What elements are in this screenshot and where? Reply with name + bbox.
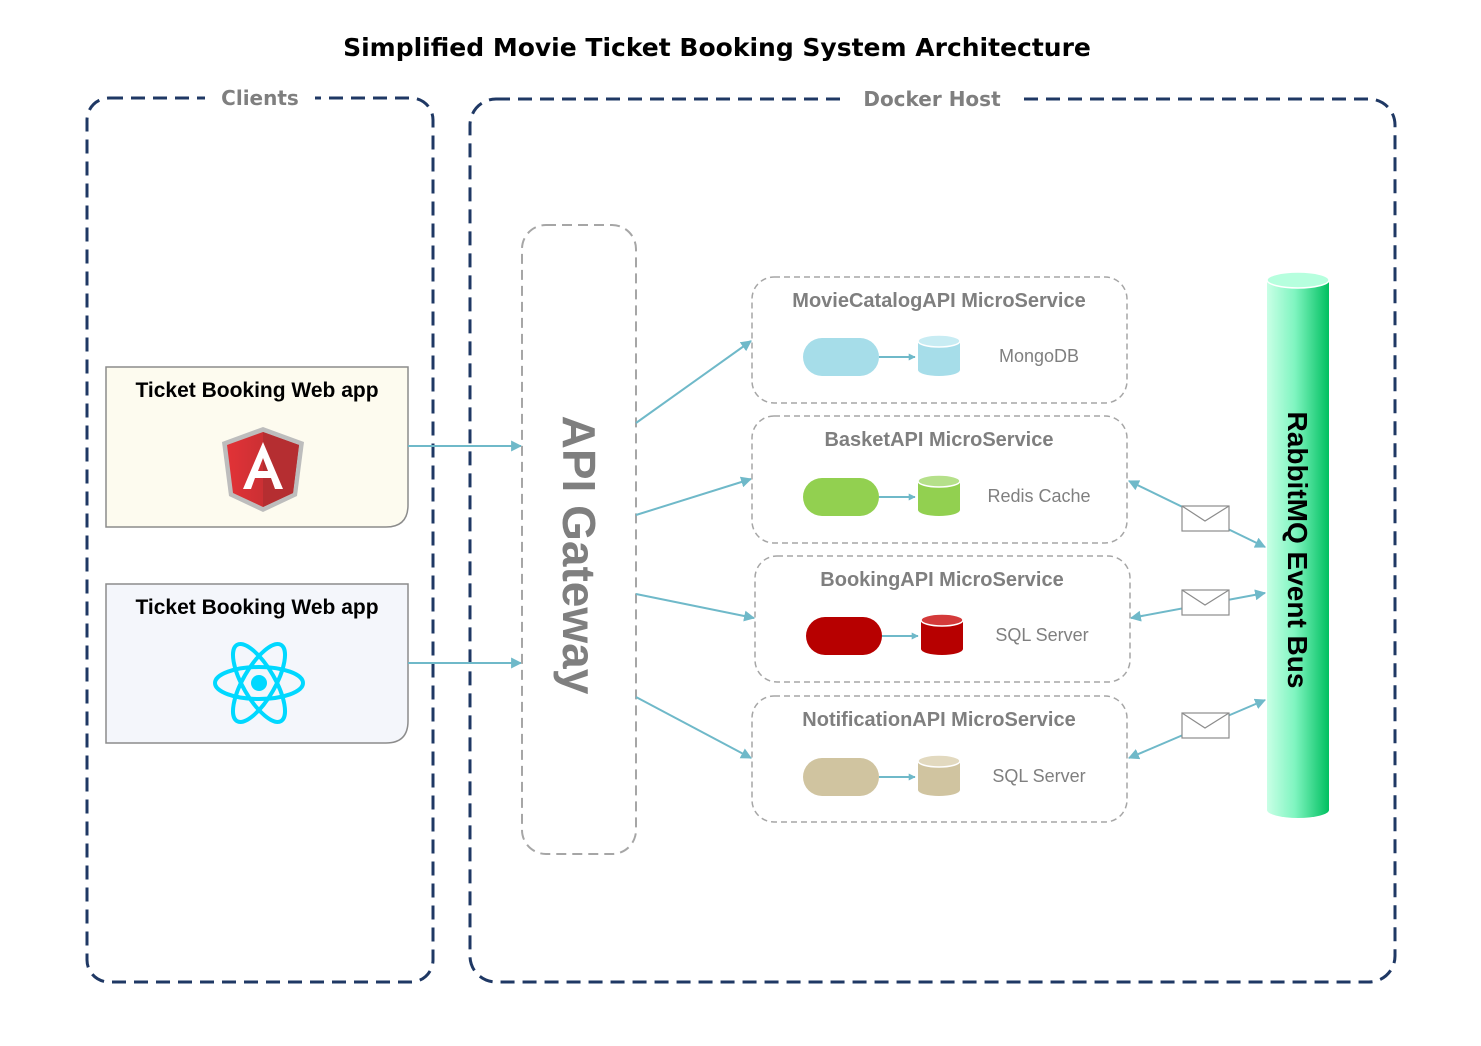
service-moviecatalog: MovieCatalogAPI MicroService MongoDB bbox=[751, 276, 1128, 404]
client-card-angular: Ticket Booking Web app bbox=[105, 366, 409, 528]
service-booking-box bbox=[754, 555, 1131, 683]
clients-group: Clients bbox=[85, 86, 435, 984]
envelope-icon bbox=[1181, 712, 1230, 739]
database-icon bbox=[917, 334, 961, 376]
service-notification-title: NotificationAPI MicroService bbox=[802, 709, 1075, 731]
api-gateway-box bbox=[521, 224, 637, 855]
docker-host-group: Docker Host bbox=[468, 86, 1397, 984]
service-booking: BookingAPI MicroService SQL Server bbox=[754, 555, 1131, 683]
service-basket-box bbox=[751, 415, 1128, 544]
react-logo-icon bbox=[213, 642, 305, 724]
service-moviecatalog-box bbox=[751, 276, 1128, 404]
service-notification-box bbox=[751, 695, 1128, 823]
rabbitmq-event-bus: RabbitMQ Event Bus bbox=[1266, 271, 1330, 818]
angular-logo-icon bbox=[222, 427, 304, 512]
database-icon bbox=[917, 754, 961, 796]
api-gateway: API Gateway bbox=[521, 224, 637, 855]
event-bus-label: RabbitMQ Event Bus bbox=[1282, 412, 1313, 689]
client-card-react-box bbox=[105, 583, 409, 744]
service-booking-title: BookingAPI MicroService bbox=[820, 569, 1063, 591]
client-card-react-label: Ticket Booking Web app bbox=[135, 596, 378, 619]
client-card-angular-label: Ticket Booking Web app bbox=[135, 379, 378, 402]
service-basket: BasketAPI MicroService Redis Cache bbox=[751, 415, 1128, 544]
service-notification-db-label: SQL Server bbox=[992, 766, 1085, 786]
service-booking-api-pill bbox=[806, 617, 882, 655]
arrow-gateway-to-notification bbox=[635, 696, 752, 759]
api-gateway-label: API Gateway bbox=[553, 416, 605, 695]
event-bus-cylinder bbox=[1267, 280, 1329, 818]
service-basket-title: BasketAPI MicroService bbox=[824, 429, 1053, 451]
service-booking-db-label: SQL Server bbox=[995, 625, 1088, 645]
service-notification-api-pill bbox=[803, 758, 879, 796]
diagram-title: Simplified Movie Ticket Booking System A… bbox=[343, 33, 1091, 62]
service-basket-api-pill bbox=[803, 478, 879, 516]
client-card-react: Ticket Booking Web app bbox=[105, 583, 409, 744]
envelope-icon bbox=[1181, 589, 1230, 616]
clients-group-label: Clients bbox=[221, 86, 299, 110]
service-notification: NotificationAPI MicroService SQL Server bbox=[751, 695, 1128, 823]
service-moviecatalog-api-pill bbox=[803, 338, 879, 376]
database-icon bbox=[917, 474, 961, 516]
service-basket-db-label: Redis Cache bbox=[987, 486, 1090, 506]
service-moviecatalog-db-label: MongoDB bbox=[999, 346, 1079, 366]
database-icon bbox=[920, 613, 964, 655]
arrow-gateway-to-moviecatalog bbox=[635, 340, 752, 424]
arrow-gateway-to-booking bbox=[635, 593, 756, 622]
clients-group-border bbox=[85, 96, 435, 984]
docker-host-group-border bbox=[468, 97, 1397, 984]
docker-host-group-label: Docker Host bbox=[863, 87, 1001, 111]
service-moviecatalog-title: MovieCatalogAPI MicroService bbox=[792, 290, 1085, 312]
arrow-gateway-to-basket bbox=[635, 476, 753, 516]
envelope-icon bbox=[1181, 505, 1230, 532]
